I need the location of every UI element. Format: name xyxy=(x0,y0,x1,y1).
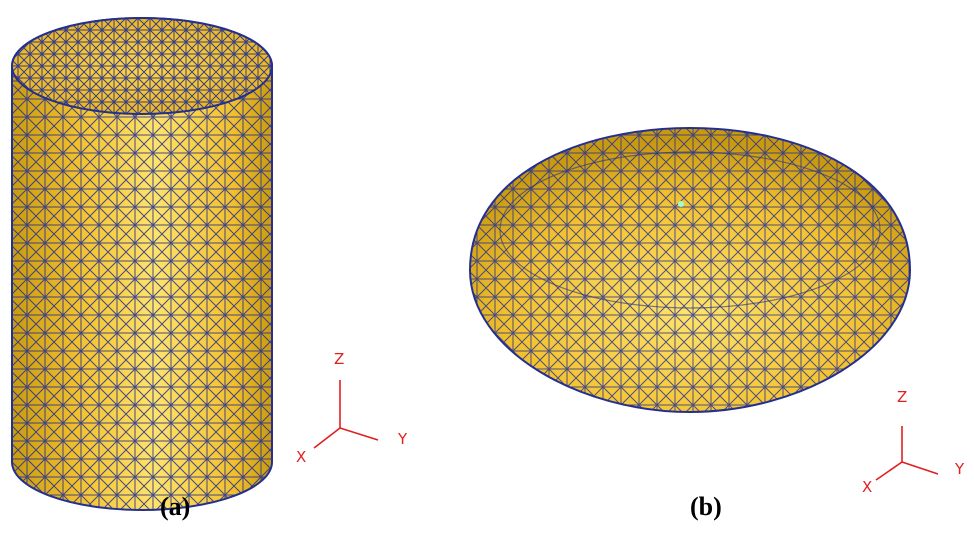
spheroid-marker xyxy=(678,201,684,207)
axis-x-label-b: X xyxy=(862,478,872,496)
caption-b: (b) xyxy=(690,492,722,521)
axis-y-label-a: Y xyxy=(397,430,408,448)
axis-y-label-b: Y xyxy=(954,460,965,478)
caption-a: (a) xyxy=(160,492,191,521)
panel-b-spheroid xyxy=(468,126,912,414)
axis-z-label-b: Z xyxy=(897,388,907,406)
panel-a-cylinder xyxy=(11,17,273,511)
spheroid-top-region xyxy=(499,151,881,309)
axis-x-label-a: X xyxy=(296,448,306,466)
axis-triad-b xyxy=(875,426,939,481)
axis-triad-a xyxy=(313,380,379,449)
axis-z-label-a: Z xyxy=(334,350,344,368)
